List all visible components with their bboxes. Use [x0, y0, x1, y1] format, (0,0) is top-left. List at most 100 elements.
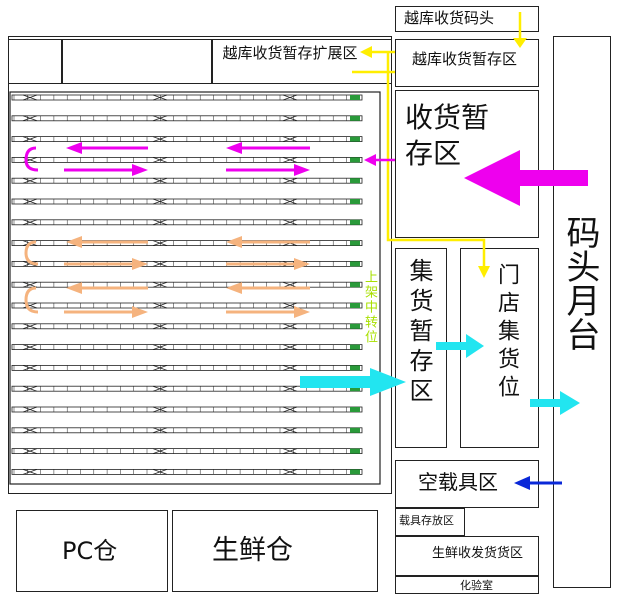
transfer-slot — [350, 199, 360, 204]
dock-platform-label: 码头月台 — [560, 215, 600, 351]
rack-brace — [152, 136, 168, 142]
rack-brace — [22, 385, 38, 392]
rack-brace — [22, 427, 38, 434]
rack-brace — [152, 427, 168, 434]
transfer-slot — [350, 323, 360, 329]
rack-brace — [152, 406, 168, 413]
carrier-storage-box — [395, 508, 465, 536]
transfer-slot — [350, 261, 360, 267]
transfer-slot — [350, 178, 360, 184]
rack-row — [11, 260, 363, 267]
rack-row — [11, 94, 363, 101]
rack-brace — [22, 94, 38, 101]
rack-brace — [152, 240, 168, 246]
fresh-warehouse-box — [172, 510, 378, 592]
rack-brace — [22, 365, 38, 371]
rack-brace — [282, 427, 298, 434]
rack-row — [11, 406, 363, 413]
crossdock-extension-text: 越库收货暂存扩展区 — [222, 44, 358, 62]
transfer-slot — [350, 365, 360, 371]
top-dock-box — [395, 6, 539, 32]
crossdock-extension-label: 越库收货暂存扩展区 — [216, 42, 364, 64]
rack-brace — [22, 448, 38, 454]
rack-brace — [282, 281, 298, 288]
rack-brace — [282, 198, 298, 205]
lab-label: 化验室 — [460, 579, 493, 592]
transfer-slot — [350, 240, 360, 246]
fresh-dispatch-box — [395, 536, 539, 576]
rack-row — [11, 281, 363, 288]
rack-region — [9, 91, 381, 485]
rack-brace — [152, 219, 168, 226]
putaway-transfer-label: 上架中转位 — [362, 270, 377, 345]
rack-brace — [282, 177, 298, 184]
rack-brace — [22, 198, 38, 205]
rack-brace — [22, 115, 38, 122]
rack-brace — [282, 323, 298, 330]
rack-row — [11, 344, 363, 351]
consolidation-staging-label: 集货暂存区 — [405, 258, 433, 408]
carrier-storage-label: 载具存放区 — [399, 514, 454, 527]
rack-row — [11, 156, 363, 163]
rack-row — [11, 385, 363, 392]
rack-brace — [282, 115, 298, 122]
rack-brace — [152, 281, 168, 288]
rack-row — [11, 302, 363, 309]
rack-brace — [22, 344, 38, 350]
rack-row — [11, 364, 363, 371]
rack-row — [11, 136, 363, 143]
rack-brace — [282, 219, 298, 226]
rack-brace — [152, 385, 168, 392]
rack-brace — [282, 385, 298, 392]
transfer-slot — [350, 344, 360, 350]
rack-brace — [152, 177, 168, 184]
empty-carrier-label: 空载具区 — [418, 470, 498, 494]
rack-brace — [152, 323, 168, 330]
rack-brace — [282, 406, 298, 413]
rack-brace — [22, 469, 38, 475]
rack-brace — [22, 323, 38, 330]
transfer-slot — [350, 282, 360, 288]
transfer-slot — [350, 303, 360, 308]
transfer-slot — [350, 469, 360, 475]
rack-row — [11, 115, 363, 122]
rack-brace — [152, 115, 168, 122]
transfer-slot — [350, 136, 360, 142]
rack-row — [11, 219, 363, 226]
rack-row — [11, 323, 363, 330]
office-box-2 — [62, 39, 212, 84]
rack-row — [11, 198, 363, 205]
rack-row — [11, 177, 363, 184]
rack-brace — [152, 94, 168, 101]
rack-brace — [22, 406, 38, 413]
lab-box — [395, 576, 539, 594]
transfer-slot — [350, 407, 360, 412]
rack-brace — [152, 261, 168, 267]
transfer-slot — [350, 219, 360, 225]
transfer-slot — [350, 115, 360, 121]
pc-warehouse-label: PC仓 — [62, 537, 118, 565]
rack-row — [11, 240, 363, 247]
rack-brace — [152, 302, 168, 309]
rack-brace — [152, 365, 168, 371]
rack-row — [11, 468, 363, 475]
rack-brace — [152, 344, 168, 350]
store-consolidation-label: 门店集货位 — [494, 263, 519, 403]
rack-brace — [152, 469, 168, 475]
transfer-slot — [350, 386, 360, 392]
rack-brace — [152, 198, 168, 205]
rack-brace — [282, 365, 298, 371]
rack-brace — [282, 448, 298, 454]
transfer-slot — [350, 95, 360, 100]
rack-brace — [152, 448, 168, 454]
rack-brace — [282, 344, 298, 350]
rack-brace — [22, 281, 38, 288]
fresh-dispatch-label: 生鲜收发货货区 — [432, 546, 524, 561]
dock-platform-box — [553, 36, 611, 588]
rack-row — [11, 448, 363, 455]
rack-brace — [282, 469, 298, 475]
transfer-slot — [350, 448, 360, 454]
pc-warehouse-box — [16, 510, 168, 592]
fresh-warehouse-label: 生鲜仓 — [212, 535, 293, 566]
